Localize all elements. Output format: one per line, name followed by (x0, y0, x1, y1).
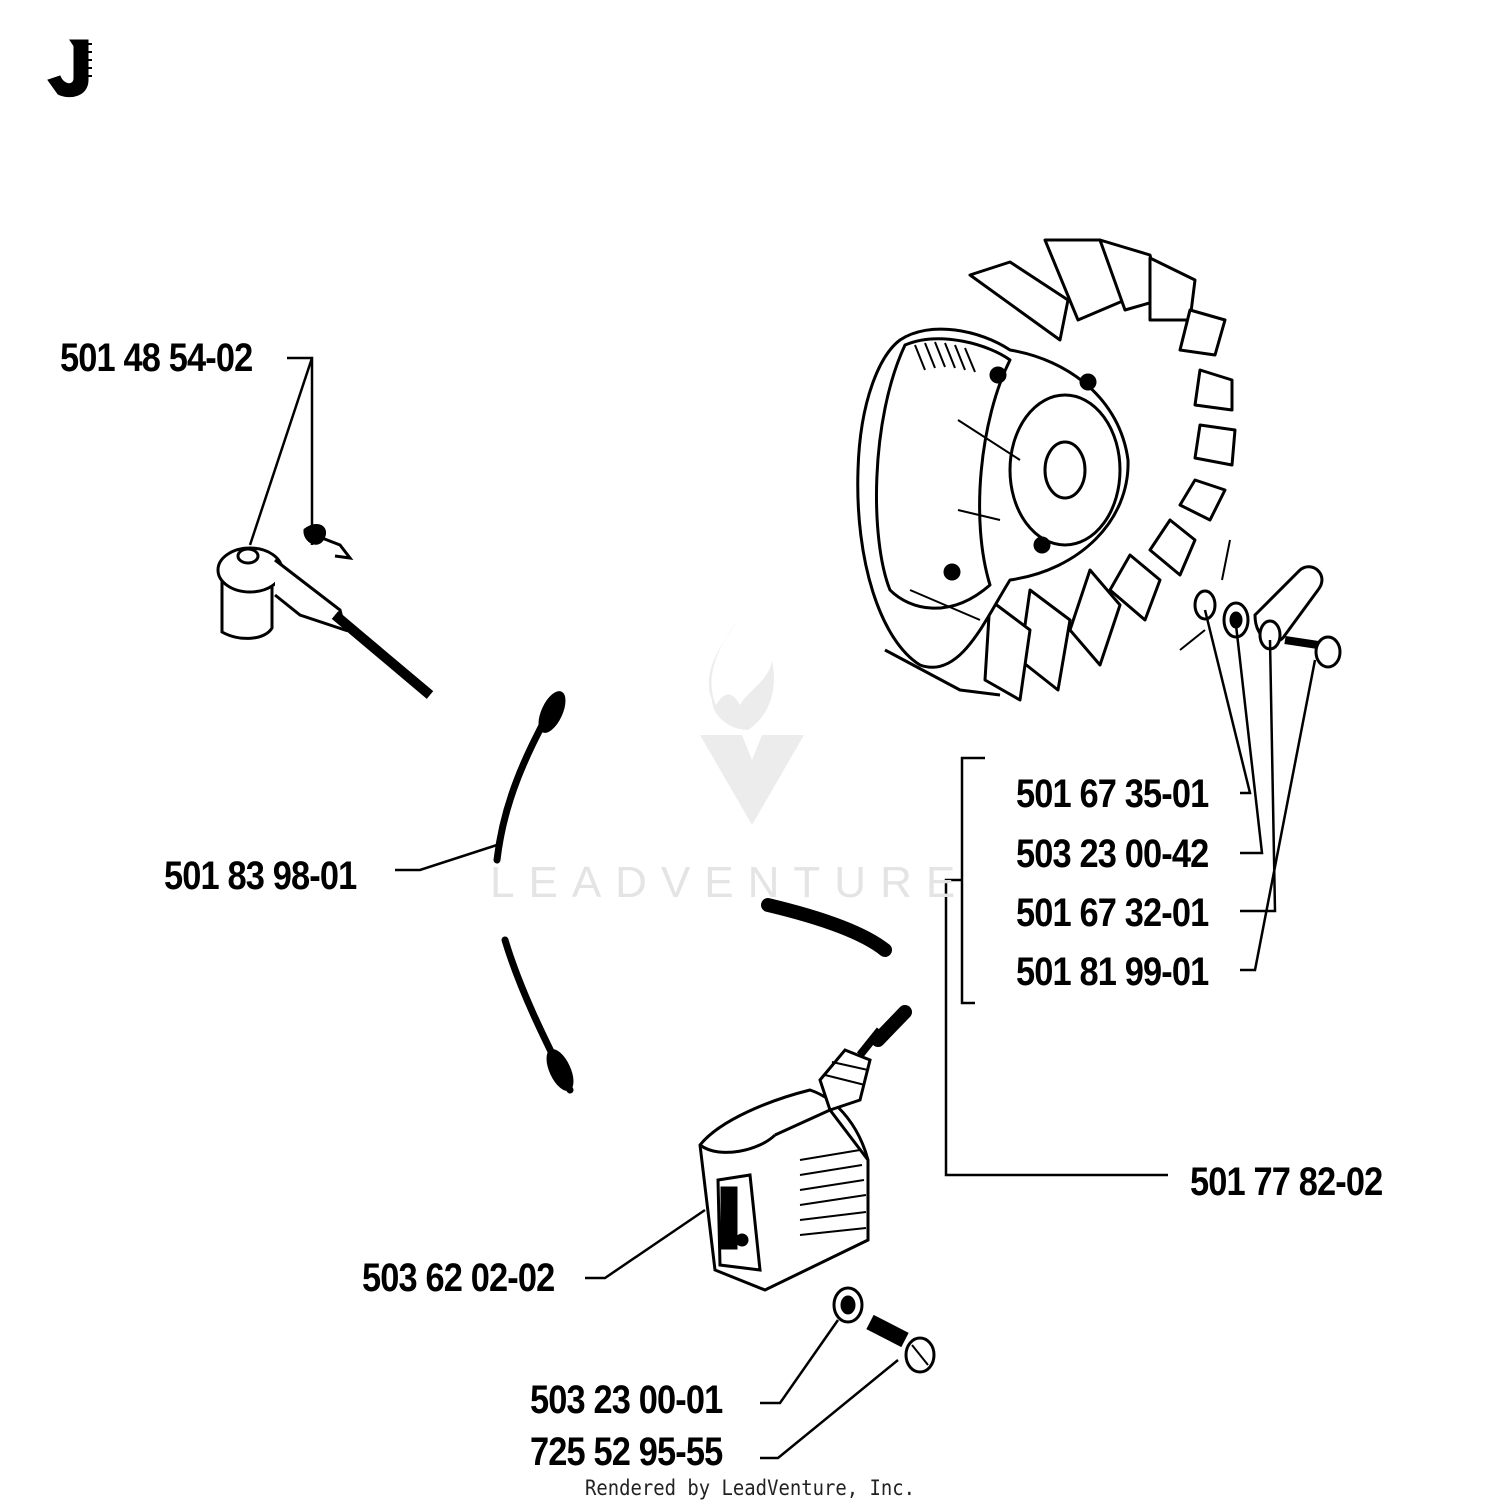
leader-lines (248, 356, 1317, 1460)
part-label-ignition-module[interactable]: 503 62 02-02 (362, 1256, 555, 1300)
flywheel-hardware (1179, 539, 1342, 669)
part-label-flywheel-washer[interactable]: 501 67 35-01 (1016, 772, 1209, 816)
part-label-terminal[interactable]: 501 48 54-02 (60, 336, 253, 380)
part-label-module-washer[interactable]: 503 23 00-01 (530, 1378, 723, 1422)
footer-credit: Rendered by LeadVenture, Inc. (585, 1476, 915, 1500)
flywheel-drawing (856, 238, 1237, 702)
part-label-kit[interactable]: 501 77 82-02 (1190, 1160, 1383, 1204)
watermark-logo (700, 620, 804, 825)
module-hardware (832, 1286, 936, 1374)
part-label-wire[interactable]: 501 83 98-01 (164, 854, 357, 898)
part-label-flywheel-plate[interactable]: 501 67 32-01 (1016, 891, 1209, 935)
part-label-flywheel-nut[interactable]: 503 23 00-42 (1016, 832, 1209, 876)
wire-drawing (493, 691, 912, 1094)
ignition-module-drawing (698, 1027, 884, 1292)
part-label-module-screw[interactable]: 725 52 95-55 (530, 1430, 723, 1474)
terminal-drawing (216, 524, 434, 699)
section-mark-icon (47, 39, 92, 98)
part-label-flywheel-screw[interactable]: 501 81 99-01 (1016, 950, 1209, 994)
watermark-text: LEADVENTURE (490, 858, 970, 907)
